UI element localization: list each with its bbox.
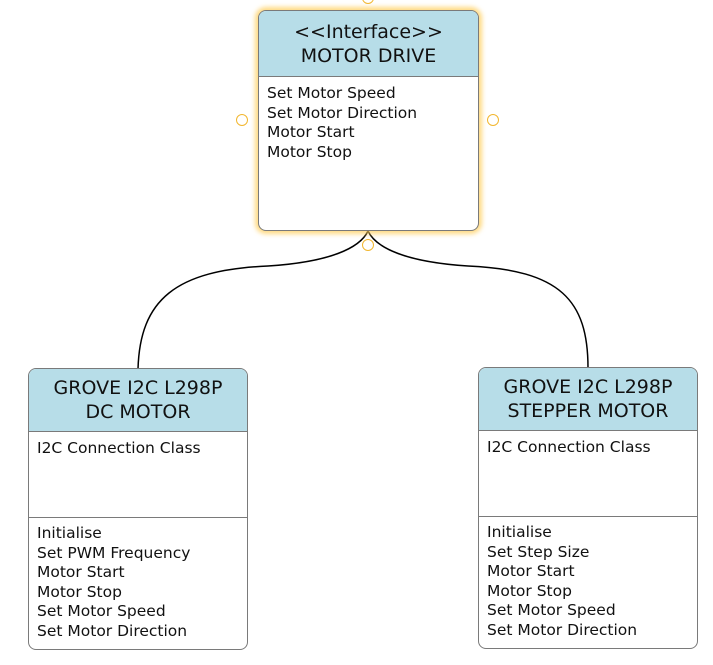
stepper-motor-operation: Motor Start	[487, 562, 575, 581]
stepper-motor-class-box[interactable]: GROVE I2C L298P STEPPER MOTOR I2C Connec…	[478, 367, 698, 649]
stepper-motor-operation: Set Step Size	[487, 542, 590, 561]
dc-motor-operation: Set PWM Frequency	[37, 543, 191, 562]
connection-handle-left[interactable]	[236, 114, 248, 126]
interface-operation: Motor Stop	[267, 142, 352, 161]
interface-motor-drive-box[interactable]: <<Interface>> MOTOR DRIVE Set Motor Spee…	[258, 10, 479, 231]
dc-motor-operation: Set Motor Direction	[37, 621, 188, 640]
stepper-motor-name-line1: GROVE I2C L298P	[503, 376, 673, 398]
interface-stereotype: <<Interface>>	[294, 20, 443, 43]
connection-handle-bottom[interactable]	[362, 239, 374, 251]
realization-connector-dc-motor[interactable]	[137, 230, 369, 370]
realization-connector-stepper-motor[interactable]	[367, 230, 589, 369]
stepper-motor-name-line2: STEPPER MOTOR	[507, 400, 669, 422]
stepper-motor-attributes: I2C Connection Class	[479, 431, 697, 517]
dc-motor-operations: Initialise Set PWM Frequency Motor Start…	[29, 518, 247, 642]
connection-handle-right[interactable]	[487, 114, 499, 126]
dc-motor-header: GROVE I2C L298P DC MOTOR	[29, 369, 247, 432]
stepper-motor-operation: Set Motor Direction	[487, 620, 638, 639]
dc-motor-operation: Motor Start	[37, 563, 125, 582]
dc-motor-operation: Motor Stop	[37, 582, 122, 601]
dc-motor-name-line1: GROVE I2C L298P	[53, 377, 223, 399]
dc-motor-operation: Initialise	[37, 524, 102, 542]
stepper-motor-header: GROVE I2C L298P STEPPER MOTOR	[479, 368, 697, 431]
stepper-motor-attribute: I2C Connection Class	[487, 438, 651, 456]
connection-handle-top[interactable]	[362, 0, 374, 4]
interface-operation: Motor Start	[267, 123, 355, 142]
dc-motor-class-box[interactable]: GROVE I2C L298P DC MOTOR I2C Connection …	[28, 368, 248, 650]
interface-operation: Set Motor Direction	[267, 103, 418, 122]
dc-motor-name-line2: DC MOTOR	[85, 401, 191, 423]
dc-motor-operation: Set Motor Speed	[37, 602, 166, 621]
stepper-motor-operation: Set Motor Speed	[487, 601, 616, 620]
dc-motor-attribute: I2C Connection Class	[37, 439, 201, 457]
stepper-motor-operation: Initialise	[487, 523, 552, 541]
interface-operations: Set Motor Speed Set Motor Direction Moto…	[259, 77, 478, 162]
stepper-motor-operations: Initialise Set Step Size Motor Start Mot…	[479, 517, 697, 641]
interface-header: <<Interface>> MOTOR DRIVE	[259, 11, 478, 77]
stepper-motor-operation: Motor Stop	[487, 581, 572, 600]
interface-operation: Set Motor Speed	[267, 84, 396, 102]
interface-name: MOTOR DRIVE	[300, 44, 437, 67]
dc-motor-attributes: I2C Connection Class	[29, 432, 247, 518]
